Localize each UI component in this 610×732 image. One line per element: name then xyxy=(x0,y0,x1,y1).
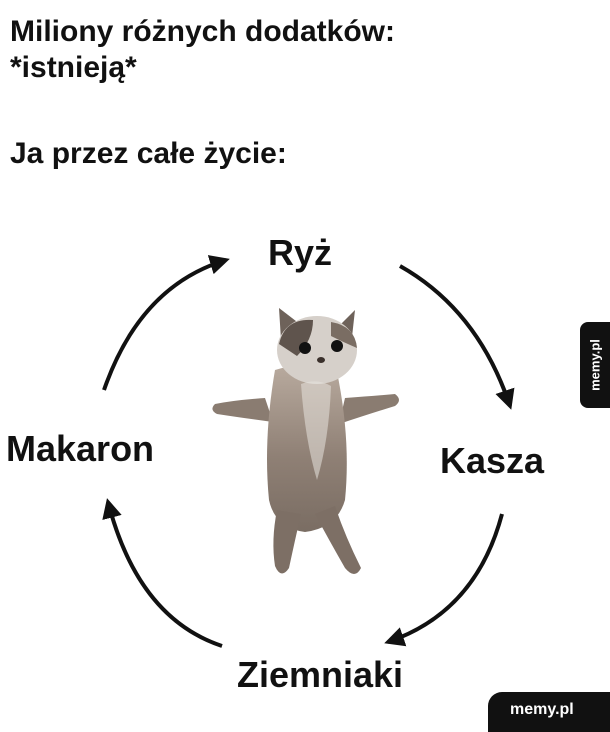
arrow-ziemniaki-to-makaron xyxy=(102,498,223,648)
cycle-item-ryz: Ryż xyxy=(267,232,333,273)
cat-right-arm xyxy=(339,394,399,424)
cat-chest xyxy=(301,381,331,480)
arrow-ryz-to-kasza xyxy=(399,264,515,410)
cat-left-leg xyxy=(273,510,301,574)
watermark-side-text: memy.pl xyxy=(587,339,603,391)
caption-line-2: *istnieją* xyxy=(10,51,137,84)
watermark-corner-badge: memy.pl xyxy=(488,692,610,732)
dancing-cat-image xyxy=(212,308,399,574)
cat-nose xyxy=(317,357,325,363)
watermark-corner-text: memy.pl xyxy=(510,701,574,718)
cat-right-leg xyxy=(315,506,361,574)
caption-line-1: Miliony różnych dodatków: xyxy=(10,15,396,48)
cat-right-eye xyxy=(331,340,343,352)
cycle-item-ziemniaki: Ziemniaki xyxy=(236,654,404,695)
cycle-item-kasza: Kasza xyxy=(440,440,545,481)
cat-left-eye xyxy=(299,342,311,354)
cat-head-patch-right xyxy=(331,322,357,348)
cycle-item-makaron: Makaron xyxy=(6,428,155,469)
caption-line-3: Ja przez całe życie: xyxy=(10,137,287,170)
arrow-makaron-to-ryz xyxy=(102,255,230,391)
arrow-kasza-to-ziemniaki xyxy=(384,513,504,647)
watermark-side-badge: memy.pl xyxy=(580,322,610,408)
cat-left-arm xyxy=(212,398,273,422)
